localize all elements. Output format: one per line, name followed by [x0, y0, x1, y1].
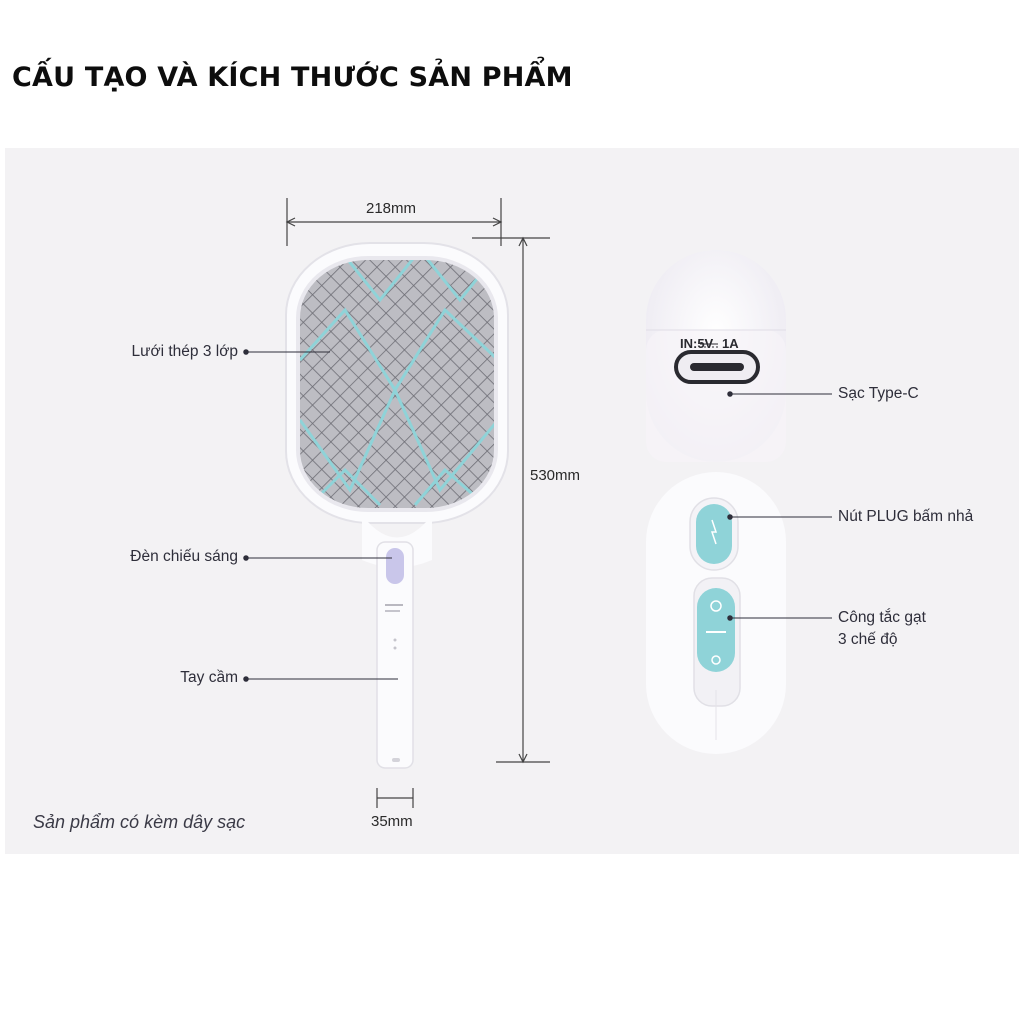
- port-label-suffix: 1A: [722, 336, 739, 351]
- callout-charging: Sạc Type-C: [838, 385, 919, 402]
- left-leaders: [243, 349, 398, 682]
- included-cable-note: Sản phẩm có kèm dây sạc: [33, 812, 246, 832]
- light-indicator: [386, 548, 404, 584]
- right-leaders: [727, 391, 832, 621]
- racket: [285, 242, 509, 769]
- height-dimension: [472, 236, 550, 764]
- steel-mesh: [298, 258, 496, 510]
- buttons-detail: [646, 472, 786, 754]
- callout-switch-line2: 3 chế độ: [838, 631, 898, 648]
- callout-plug-button: Nút PLUG bấm nhả: [838, 508, 974, 525]
- page-title: CẤU TẠO VÀ KÍCH THƯỚC SẢN PHẨM: [12, 62, 573, 93]
- mode-switch: [697, 588, 735, 672]
- handle-dimension: [376, 788, 414, 808]
- callout-mesh: Lưới thép 3 lớp: [131, 343, 238, 360]
- typec-detail: [646, 250, 786, 462]
- plug-button: [696, 504, 732, 564]
- width-label: 218mm: [366, 200, 417, 217]
- height-label: 530mm: [530, 467, 581, 484]
- diagram-panel: [5, 148, 1019, 854]
- handle-width-label: 35mm: [371, 813, 413, 830]
- port-label-prefix: IN:5V: [680, 336, 714, 351]
- callout-light: Đèn chiếu sáng: [130, 548, 238, 565]
- callout-handle: Tay cầm: [180, 669, 238, 686]
- callout-switch-line1: Công tắc gạt: [838, 609, 926, 626]
